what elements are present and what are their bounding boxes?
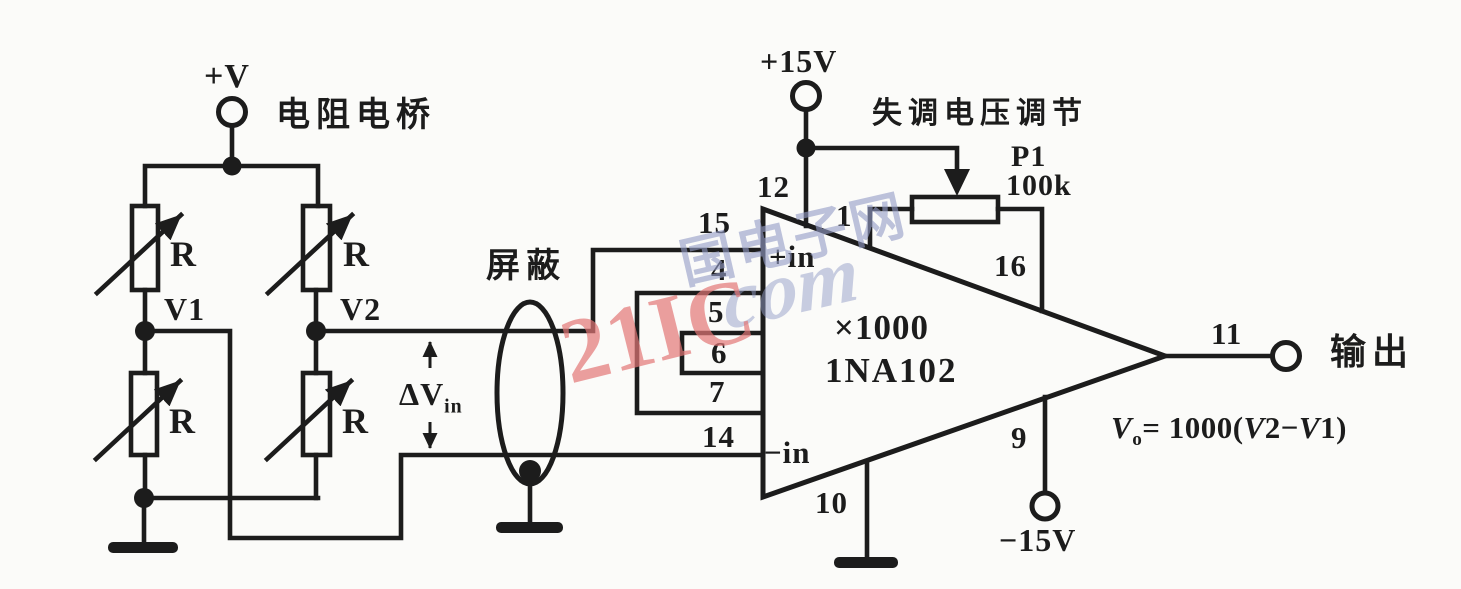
pin-4-label: 4	[711, 252, 728, 287]
resistor-arrow-icon	[264, 211, 356, 297]
plus-v-label: +V	[204, 58, 250, 95]
v2-to-plus-in-wire	[313, 247, 766, 334]
formula-part: 1)	[1320, 410, 1347, 445]
junction-dot	[222, 156, 242, 176]
output-net	[1162, 340, 1302, 372]
formula-part: V	[1298, 410, 1321, 445]
pin-6-label: 6	[711, 335, 728, 370]
pin6-strap	[679, 330, 766, 376]
pin5-pin7-strap	[634, 290, 766, 416]
pin-10-label: 10	[815, 485, 848, 520]
wire	[803, 145, 960, 173]
pin-5-label: 5	[708, 294, 725, 329]
pin-12-label: 12	[757, 169, 790, 204]
pin-16-label: 16	[994, 248, 1027, 283]
pin-1-label: 1	[836, 198, 853, 233]
minus-in-label: −in	[764, 435, 811, 470]
formula-part: V	[1111, 410, 1133, 445]
p1-label: P1	[1011, 140, 1047, 173]
plus-in-label: +in	[769, 239, 816, 274]
opamp-triangle	[760, 205, 1173, 501]
plus-v-terminal	[216, 96, 248, 128]
formula-part: 2−	[1264, 410, 1299, 445]
offset-adjust-label: 失调电压调节	[872, 97, 1088, 130]
signal-wires	[142, 247, 766, 541]
pin16-wire	[995, 206, 1045, 314]
p1-value: 100k	[1006, 169, 1072, 202]
v1-to-minus-in-wire	[142, 328, 766, 541]
pin-15-label: 15	[698, 205, 731, 240]
delta-vin-label: ΔVin	[399, 378, 463, 417]
bridge-title: 电阻电桥	[276, 97, 436, 134]
wiper-arrow-icon	[944, 169, 970, 196]
r-label-4: R	[342, 401, 369, 441]
ground-symbol	[108, 542, 178, 553]
part-number-label: 1NA102	[825, 351, 958, 390]
amplifier-ina102	[634, 205, 1173, 501]
resistor-arrow-icon	[92, 377, 184, 463]
potentiometer-p1	[867, 194, 1045, 314]
shield-symbol	[494, 299, 566, 533]
shield-label: 屏蔽	[486, 248, 566, 285]
gain-label: ×1000	[834, 308, 929, 347]
pin-11-label: 11	[1211, 316, 1243, 351]
pin1-wire	[867, 206, 915, 250]
pin-9-label: 9	[1011, 420, 1028, 455]
output-label: 输出	[1330, 332, 1415, 372]
formula-part: V	[1243, 410, 1265, 445]
pin-14-label: 14	[702, 419, 735, 454]
plus-15v-label: +15V	[760, 43, 838, 79]
resistor-arrow-icon	[93, 211, 185, 297]
v2-label: V2	[340, 291, 382, 327]
r-label-1: R	[170, 234, 197, 274]
power-supply	[790, 80, 1061, 568]
pot-body	[909, 194, 1001, 225]
resistance-bridge	[92, 96, 356, 553]
minus-15v-label: −15V	[999, 522, 1077, 558]
output-formula: Vo= 1000(V2−V1)	[1111, 412, 1347, 449]
pin-7-label: 7	[709, 374, 726, 409]
plus-15v-terminal	[790, 80, 822, 112]
minus-15v-terminal	[1029, 490, 1061, 522]
resistor-arrow-icon	[263, 377, 355, 463]
delta-vin-sub: in	[444, 395, 463, 418]
r-label-3: R	[169, 401, 196, 441]
delta-vin-main: ΔV	[399, 376, 445, 412]
v1-label: V1	[164, 291, 206, 327]
formula-part: = 1000(	[1142, 410, 1244, 445]
ground-symbol	[834, 557, 898, 568]
r-label-2: R	[343, 234, 370, 274]
output-terminal	[1270, 340, 1302, 372]
ground-symbol	[496, 522, 563, 533]
formula-part: o	[1132, 429, 1143, 451]
